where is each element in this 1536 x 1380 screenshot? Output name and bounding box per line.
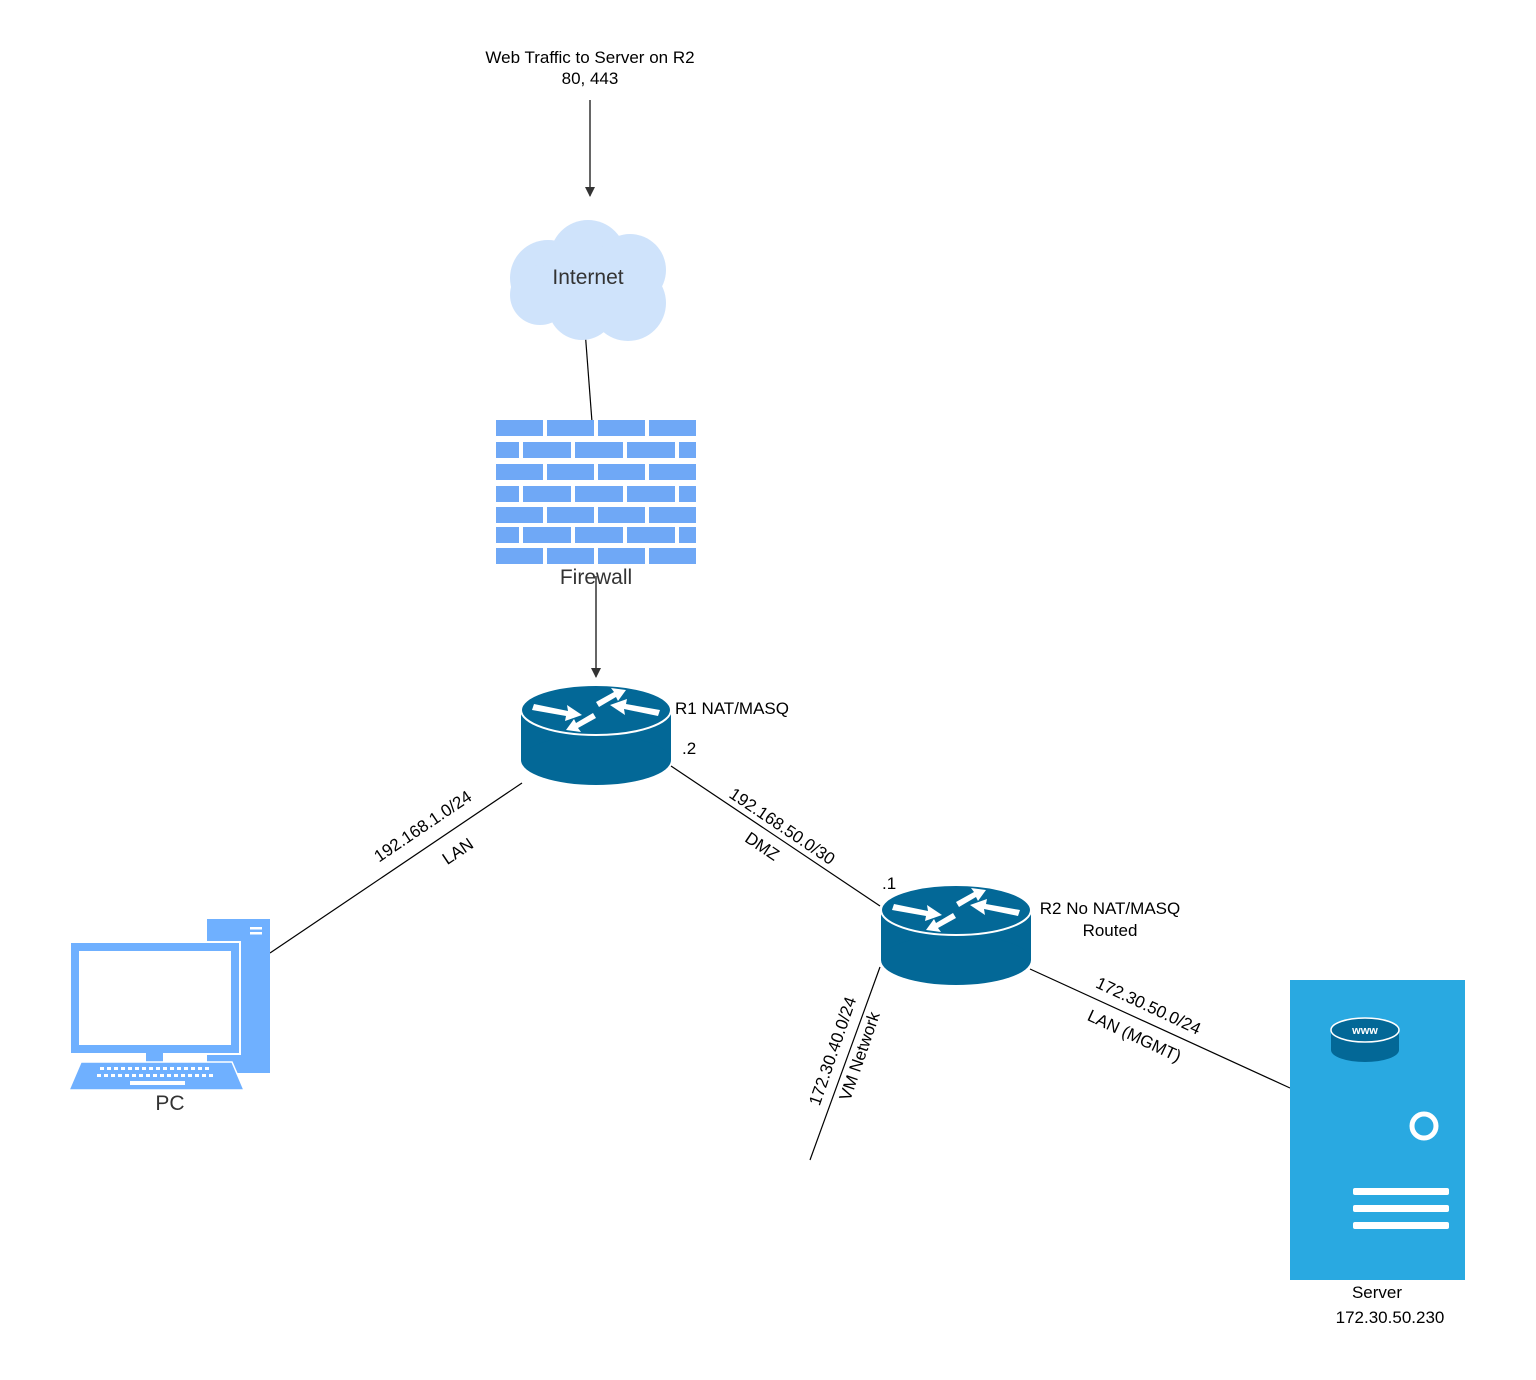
- r2-port-label: .1: [882, 874, 896, 893]
- pc-label: PC: [155, 1092, 184, 1115]
- brick-wall-icon: [496, 420, 696, 564]
- internet-label: Internet: [552, 266, 623, 289]
- mgmt-link: [1029, 968, 1291, 1089]
- cloud-icon: [510, 220, 666, 341]
- server-ip-label: 172.30.50.230: [1336, 1308, 1445, 1327]
- traffic-note-line2: 80, 443: [562, 69, 619, 88]
- server-label: Server: [1352, 1283, 1402, 1302]
- lan-link: [269, 782, 523, 954]
- router-icon: [520, 684, 672, 786]
- firewall-label: Firewall: [560, 566, 632, 589]
- server-www-badge: www: [1351, 1025, 1378, 1037]
- dmz-link: [670, 765, 881, 907]
- r1-label: R1 NAT/MASQ: [675, 699, 789, 718]
- r2-label-line1: R2 No NAT/MASQ: [1040, 899, 1180, 918]
- dmz-subnet-label: 192.168.50.0/30: [726, 784, 839, 868]
- r1-port-label: .2: [682, 739, 696, 758]
- server-icon: [1290, 980, 1465, 1280]
- traffic-note-line1: Web Traffic to Server on R2: [485, 48, 694, 67]
- vm-network-link: [809, 966, 881, 1161]
- desktop-computer-icon: [67, 919, 270, 1091]
- internet-firewall-link: [584, 329, 593, 423]
- r2-label-line2: Routed: [1083, 921, 1138, 940]
- lan-name-label: LAN: [439, 834, 477, 868]
- router-icon: [880, 884, 1032, 986]
